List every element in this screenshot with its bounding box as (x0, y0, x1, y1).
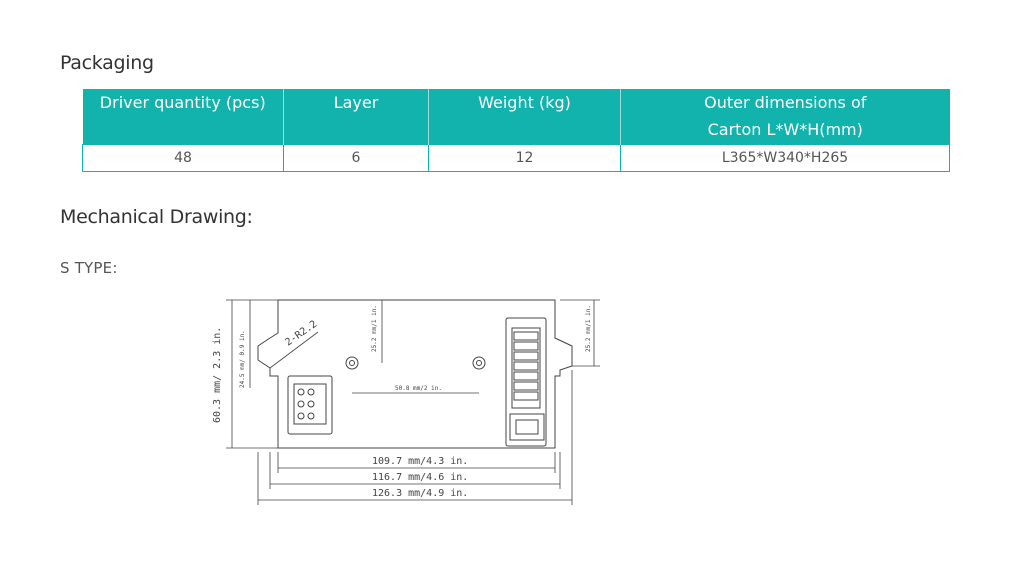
packaging-table: Driver quantity (pcs) Layer Weight (kg) … (82, 89, 950, 172)
packaging-title: Packaging (60, 52, 154, 74)
header-outer-dimensions: Outer dimensions of Carton L*W*H(mm) (620, 89, 950, 145)
header-weight: Weight (kg) (428, 89, 621, 145)
dim-height-total: 60.3 mm/ 2.3 in. (212, 327, 223, 423)
rj-port (509, 413, 545, 441)
driver-body-outline (257, 299, 573, 449)
table-header-row: Driver quantity (pcs) Layer Weight (kg) … (82, 89, 950, 145)
cell-driver-quantity: 48 (82, 144, 284, 172)
dim-width-mid: 116.7 mm/4.6 in. (372, 472, 468, 483)
dim-right-depth: 25.2 mm/1 in. (585, 305, 592, 352)
table-row: 48 6 12 L365*W340*H265 (82, 144, 950, 172)
output-connector-strip (505, 317, 547, 447)
dim-hole-spacing: 50.8 mm/2 in. (395, 385, 442, 392)
dim-top-depth: 25.2 mm/1 in. (371, 305, 378, 352)
connector-pins (513, 331, 539, 401)
mounting-hole-right (472, 356, 486, 370)
dim-width-inner: 109.7 mm/4.3 in. (372, 456, 468, 467)
cell-layer: 6 (283, 144, 429, 172)
mechanical-drawing: 60.3 mm/ 2.3 in. 24.5 mm/ 0.9 in. 2-R2.2… (212, 299, 600, 505)
header-driver-quantity: Driver quantity (pcs) (82, 89, 284, 145)
dim-width-outer: 126.3 mm/4.9 in. (372, 488, 468, 499)
s-type-label: S TYPE: (60, 259, 118, 277)
cell-outer-dimensions: L365*W340*H265 (620, 144, 950, 172)
header-layer: Layer (283, 89, 429, 145)
cell-weight: 12 (428, 144, 621, 172)
input-terminal-block (287, 375, 333, 435)
dim-hole-offset: 24.5 mm/ 0.9 in. (239, 330, 246, 388)
mechanical-drawing-title: Mechanical Drawing: (60, 206, 253, 228)
mounting-hole-left (345, 356, 359, 370)
